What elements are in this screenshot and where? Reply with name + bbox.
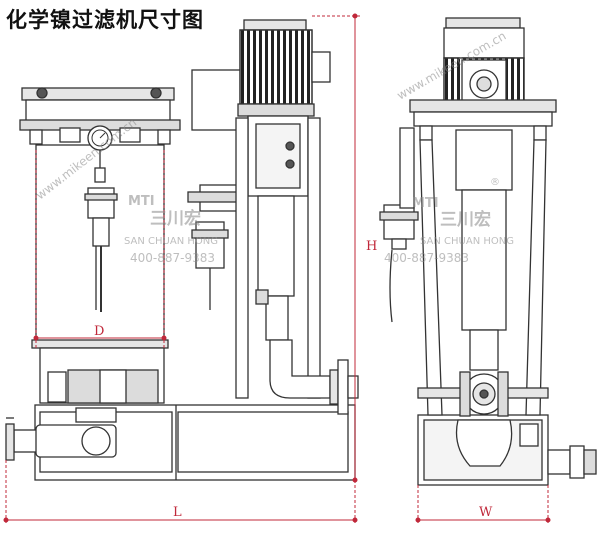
- front-motor: [237, 19, 331, 197]
- watermark-logo-2: MTI: [412, 196, 439, 211]
- side-top-frame: [409, 99, 557, 141]
- watermark-registered: ®: [490, 177, 500, 188]
- dimension-label-l: L: [173, 505, 182, 520]
- dimension-l: [3, 460, 358, 524]
- side-pump-body: [455, 129, 513, 417]
- dimension-label-h: H: [366, 239, 377, 254]
- front-pump-column: [235, 117, 359, 415]
- front-tank-lid: [19, 87, 181, 145]
- diagram-title: 化学镍过滤机尺寸图: [6, 8, 204, 32]
- pressure-gauge-icon: [87, 125, 113, 183]
- watermark-phone-2: 400-887-9383: [384, 251, 469, 265]
- dimension-label-d: D: [94, 324, 104, 339]
- watermark-brand-2: 三川宏: [440, 209, 491, 230]
- watermark-brand-en: SAN CHUAN HONG: [124, 236, 218, 247]
- side-valve: [379, 127, 419, 323]
- dimension-w: [415, 485, 551, 524]
- side-view: [379, 17, 597, 524]
- watermark-logo: MTI: [128, 194, 155, 209]
- dimension-label-w: W: [479, 505, 493, 520]
- watermark-brand-en-2: SAN CHUAN HONG: [420, 236, 514, 247]
- front-valve-stack: [84, 187, 118, 312]
- dimension-d: [33, 150, 167, 348]
- front-inlet-flange: [5, 407, 117, 461]
- side-bottom-casing: [455, 419, 539, 467]
- watermark-brand: 三川宏: [150, 208, 201, 229]
- front-view: [3, 13, 362, 524]
- watermark-phone: 400-887-9383: [130, 251, 215, 265]
